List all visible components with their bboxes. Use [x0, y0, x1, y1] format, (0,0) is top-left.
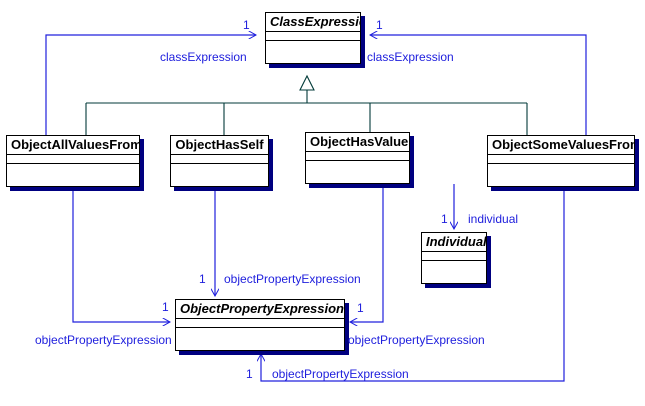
- association-edges: [45, 35, 587, 382]
- multiplicity-all-values-class-expression: 1: [243, 18, 250, 32]
- class-attrs-object-has-value: [306, 152, 409, 161]
- class-box-class-expression[interactable]: ClassExpression: [265, 12, 361, 64]
- multiplicity-has-self-object-property-expression: 1: [199, 272, 206, 286]
- class-box-individual[interactable]: Individual: [421, 232, 487, 284]
- class-name-object-property-expression: ObjectPropertyExpression: [176, 300, 344, 319]
- class-box-object-has-self[interactable]: ObjectHasSelf: [170, 135, 269, 187]
- class-name-object-has-value: ObjectHasValue: [306, 133, 409, 152]
- class-ops-object-some-values-from: [488, 164, 634, 186]
- class-ops-object-has-value: [306, 161, 409, 183]
- class-ops-object-all-values-from: [7, 164, 139, 186]
- class-attrs-class-expression: [266, 32, 360, 41]
- class-attrs-object-has-self: [171, 155, 268, 164]
- class-attrs-object-property-expression: [176, 319, 344, 328]
- multiplicity-some-values-object-property-expression: 1: [246, 367, 253, 381]
- edge-label-some-values-class-expression: classExpression: [367, 50, 454, 64]
- edge-has-value-object-property-expression: [350, 184, 384, 322]
- edge-label-all-values-class-expression: classExpression: [160, 50, 247, 64]
- generalization-triangle: [299, 74, 315, 91]
- multiplicity-has-value-individual: 1: [441, 212, 448, 226]
- edge-all-values-object-property-expression: [72, 187, 170, 322]
- edge-label-some-values-object-property-expression: objectPropertyExpression: [272, 367, 409, 381]
- edge-label-has-self-object-property-expression: objectPropertyExpression: [224, 272, 361, 286]
- class-attrs-individual: [422, 252, 486, 261]
- class-name-individual: Individual: [422, 233, 486, 252]
- class-name-object-some-values-from: ObjectSomeValuesFrom: [488, 136, 634, 155]
- edge-some-values-class-expression: [370, 35, 587, 135]
- class-box-object-some-values-from[interactable]: ObjectSomeValuesFrom: [487, 135, 635, 187]
- class-attrs-object-some-values-from: [488, 155, 634, 164]
- class-name-class-expression: ClassExpression: [266, 13, 360, 32]
- edge-all-values-class-expression: [45, 35, 256, 135]
- edge-label-has-value-object-property-expression: objectPropertyExpression: [348, 333, 485, 347]
- multiplicity-some-values-class-expression: 1: [376, 18, 383, 32]
- class-box-object-property-expression[interactable]: ObjectPropertyExpression: [175, 299, 345, 351]
- class-ops-object-property-expression: [176, 328, 344, 350]
- generalization-tree: [85, 74, 528, 135]
- class-name-object-has-self: ObjectHasSelf: [171, 136, 268, 155]
- class-ops-class-expression: [266, 41, 360, 63]
- edge-some-values-object-property-expression: [261, 187, 565, 382]
- class-box-object-all-values-from[interactable]: ObjectAllValuesFrom: [6, 135, 140, 187]
- class-ops-object-has-self: [171, 164, 268, 186]
- class-box-object-has-value[interactable]: ObjectHasValue: [305, 132, 410, 184]
- class-name-object-all-values-from: ObjectAllValuesFrom: [7, 136, 139, 155]
- multiplicity-has-value-object-property-expression: 1: [357, 301, 364, 315]
- edge-label-has-value-individual: individual: [468, 212, 519, 226]
- multiplicity-all-values-object-property-expression: 1: [162, 300, 169, 314]
- class-attrs-object-all-values-from: [7, 155, 139, 164]
- class-ops-individual: [422, 261, 486, 283]
- edge-label-all-values-object-property-expression: objectPropertyExpression: [35, 333, 172, 347]
